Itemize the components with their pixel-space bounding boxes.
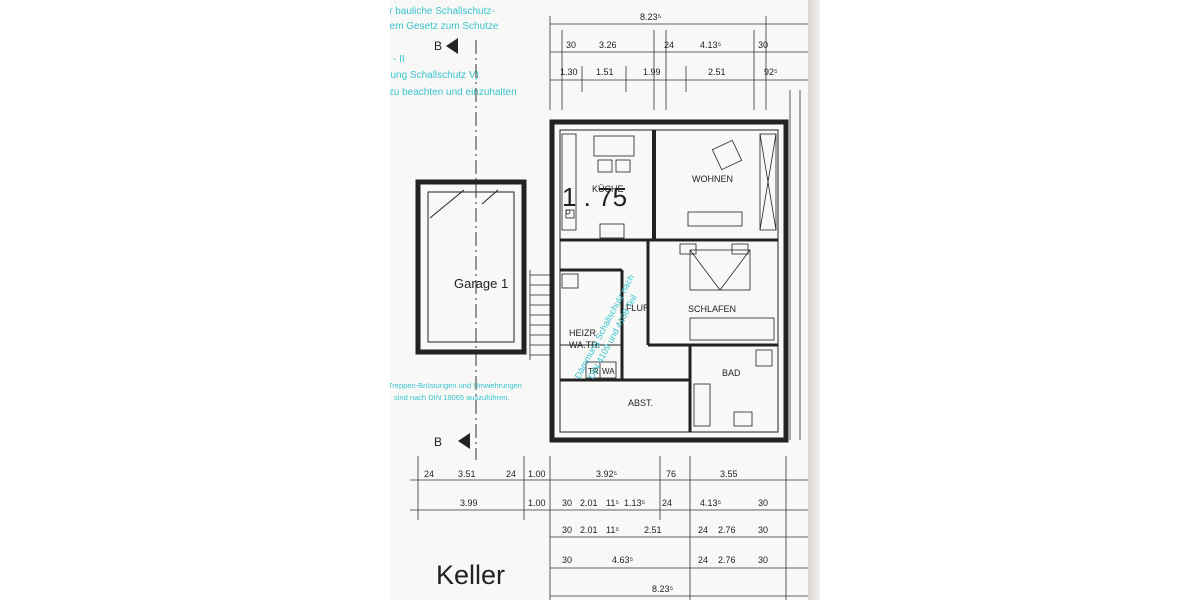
kitchen-fixtures: [561, 133, 635, 239]
dim-top-r3-5: 92⁵: [764, 67, 778, 77]
room-label-waatr: WA.TR.: [569, 340, 600, 350]
floor-label: Keller: [436, 560, 505, 590]
section-letter-top: B: [434, 39, 442, 53]
top-dimension-lines: [549, 16, 808, 110]
garage: Garage 1: [415, 179, 527, 355]
room-label-schlafen: SCHLAFEN: [688, 304, 736, 314]
dim-bottom-r2-9: 30: [758, 498, 768, 508]
dim-bottom-r1-2: 3.51: [458, 469, 476, 479]
bathroom-fixtures: [693, 349, 773, 427]
dim-top-r2-1: 30: [566, 40, 576, 50]
room-label-flur: FLUR: [626, 303, 650, 313]
dim-bottom-r2-4: 2.01: [580, 498, 598, 508]
stamp-line-4: rdnung Schallschutz V): [390, 70, 479, 81]
diagonal-stamp-line-1: Dämmung Schallschutz nach: [573, 273, 637, 381]
dim-top-r2-5: 30: [758, 40, 768, 50]
dim-top-r3-1: 1.30: [560, 67, 578, 77]
dim-bottom-r2-7: 24: [662, 498, 672, 508]
room-label-abst: ABST.: [628, 398, 653, 408]
room-label-heizr: HEIZR: [569, 328, 597, 338]
dim-bottom-r1-3: 24: [506, 469, 516, 479]
dim-bottom-r1-6: 76: [666, 469, 676, 479]
room-label-bad: BAD: [722, 368, 741, 378]
dim-top-r2-2: 3.26: [599, 40, 617, 50]
dim-bottom-r1-4: 1.00: [528, 469, 546, 479]
page-edge: [808, 0, 820, 600]
room-label-wohnen: WOHNEN: [692, 174, 733, 184]
dim-top-r2-3: 24: [664, 40, 674, 50]
dim-bottom-r2-8: 4.13⁵: [700, 498, 722, 508]
stair-note-line-2: sind nach DIN 18065 auszuführen.: [394, 393, 510, 402]
stamp-line-3: l - II: [390, 54, 405, 65]
dim-bottom-r1-1: 24: [424, 469, 434, 479]
dim-top-r3-3: 1.99: [643, 67, 661, 77]
drawing-scale: 1 . 75: [562, 182, 627, 212]
room-label-wa: WA: [602, 367, 615, 376]
dim-bottom-r2-6: 1.13⁵: [624, 498, 646, 508]
dim-bottom-r4-4: 2.76: [718, 555, 736, 565]
dim-bottom-r4-3: 24: [698, 555, 708, 565]
dim-bottom-r2-1: 3.99: [460, 498, 478, 508]
building-walls: [549, 119, 789, 443]
room-label-trockner: TR.: [588, 367, 601, 376]
utility-fixtures: [561, 273, 617, 379]
stamp-line-2: dem Gesetz zum Schutze: [390, 21, 499, 32]
dim-bottom-r4-2: 4.63⁵: [612, 555, 634, 565]
room-label-kueche: KÜCHE: [592, 184, 624, 194]
floor-plan-drawing: ber bauliche Schallschutz- dem Gesetz zu…: [390, 6, 808, 600]
dim-bottom-r2-5: 11⁵: [606, 498, 619, 508]
stair-note-line-1: Treppen-Brüstungen und Umwehrungen: [390, 381, 522, 390]
stamp-line-1: ber bauliche Schallschutz-: [390, 6, 495, 17]
exterior-stair: [529, 270, 550, 360]
living-room-fixtures: [687, 133, 777, 231]
dim-top-r2-4: 4.13⁵: [700, 40, 722, 50]
dim-bottom-r3-7: 30: [758, 525, 768, 535]
dim-bottom-total: 8.23⁵: [652, 584, 674, 594]
plan-sheet: ber bauliche Schallschutz- dem Gesetz zu…: [390, 0, 808, 600]
dim-bottom-r2-2: 1.00: [528, 498, 546, 508]
right-dimension-lines: [789, 90, 801, 440]
section-letter-bottom: B: [434, 435, 442, 449]
dim-bottom-r3-3: 11⁵: [606, 525, 619, 535]
room-label-garage: Garage 1: [454, 276, 508, 291]
dim-bottom-r1-7: 3.55: [720, 469, 738, 479]
dim-bottom-r3-2: 2.01: [580, 525, 598, 535]
section-arrow-top-icon: [446, 38, 458, 54]
dim-bottom-r4-1: 30: [562, 555, 572, 565]
section-marker-bottom: B: [434, 433, 470, 449]
section-marker-top: B: [434, 38, 458, 54]
stamp-line-5: ist zu beachten und einzuhalten: [390, 87, 517, 98]
dim-bottom-r3-5: 24: [698, 525, 708, 535]
approval-stamp: ber bauliche Schallschutz- dem Gesetz zu…: [390, 6, 517, 98]
dim-top-r3-2: 1.51: [596, 67, 614, 77]
bottom-dimension-lines: [410, 456, 808, 600]
dim-bottom-r4-5: 30: [758, 555, 768, 565]
dim-bottom-r1-5: 3.92⁵: [596, 469, 618, 479]
dim-top-r3-4: 2.51: [708, 67, 726, 77]
dim-top-total: 8.23⁵: [640, 12, 662, 22]
bedroom-fixtures: [679, 243, 775, 341]
dim-bottom-r3-1: 30: [562, 525, 572, 535]
dim-bottom-r3-4: 2.51: [644, 525, 662, 535]
section-arrow-bottom-icon: [458, 433, 470, 449]
dim-bottom-r3-6: 2.76: [718, 525, 736, 535]
dim-bottom-r2-3: 30: [562, 498, 572, 508]
